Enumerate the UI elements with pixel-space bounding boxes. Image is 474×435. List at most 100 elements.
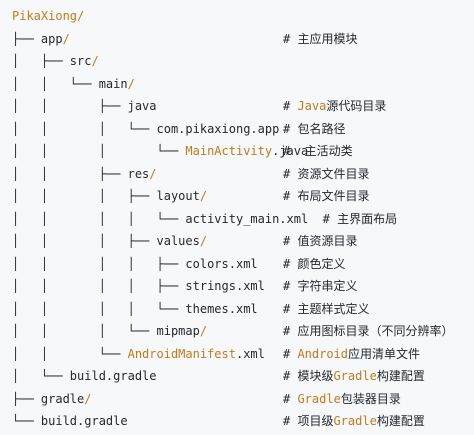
comment: # 主活动类 — [283, 140, 353, 162]
comment-text: # 资源文件目录 — [283, 166, 370, 181]
file-name: AndroidManifest — [127, 346, 236, 361]
comment: # 主题样式定义 — [283, 298, 369, 320]
comment-text: # — [283, 346, 298, 361]
comment: # 资源文件目录 — [283, 163, 369, 185]
comment-keyword: Android — [297, 346, 349, 361]
file-suffix: / — [127, 76, 135, 91]
comment-text: # 模块级 — [283, 369, 334, 383]
comment: # 项目级Gradle构建配置 — [283, 410, 425, 432]
tree-branch: │ │ ├── — [12, 99, 128, 113]
tree-entry: │ │ ├── java — [12, 95, 157, 117]
file-name: src — [69, 54, 92, 68]
file-name: strings.xml — [185, 279, 265, 293]
tree-entry: │ │ │ │ ├── strings.xml — [12, 275, 265, 297]
file-name: main — [98, 76, 128, 91]
comment: # 模块级Gradle构建配置 — [283, 365, 425, 387]
file-name: themes.xml — [185, 301, 258, 316]
tree-entry: │ └── build.gradle — [12, 365, 157, 387]
tree-entry: └── build.gradle — [12, 410, 128, 432]
comment-text: # 包名路径 — [283, 121, 346, 136]
file-name: gradle — [40, 391, 85, 406]
comment-text: # 颜色定义 — [283, 256, 346, 271]
tree-entry: │ ├── src/ — [12, 50, 99, 72]
file-suffix: / — [91, 54, 99, 68]
tree-entry: │ │ └── main/ — [12, 73, 135, 95]
comment: # Java源代码目录 — [283, 95, 386, 117]
comment-text: # 值资源目录 — [283, 234, 358, 248]
comment-text: 源代码目录 — [326, 99, 387, 113]
comment: # 主应用模块 — [283, 28, 357, 50]
comment: # Android应用清单文件 — [283, 343, 420, 365]
comment: # 布局文件目录 — [283, 185, 369, 207]
file-name: app — [40, 31, 63, 46]
tree-entry: │ │ │ │ └── activity_main.xml # 主界面布局 — [12, 208, 397, 230]
comment: # 主界面布局 — [308, 212, 397, 226]
tree-branch: │ │ │ │ └── — [12, 301, 186, 316]
tree-branch: ├── — [12, 31, 41, 46]
file-suffix: / — [199, 234, 208, 248]
comment: # 应用图标目录（不同分辨率） — [283, 320, 453, 342]
tree-branch: │ ├── — [12, 54, 70, 68]
tree-entry: │ │ │ └── MainActivity.java — [12, 140, 308, 162]
comment-text: # 主应用模块 — [283, 31, 358, 46]
comment-keyword: Gradle — [333, 369, 377, 383]
file-suffix: / — [149, 166, 157, 181]
comment-text: # 主活动类 — [283, 144, 353, 158]
tree-entry: PikaXiong/ — [12, 5, 84, 27]
comment-text: # 主题样式定义 — [283, 301, 370, 316]
tree-branch: │ │ └── — [12, 346, 128, 361]
tree-branch: │ │ │ │ ├── — [12, 256, 186, 271]
tree-entry: ├── app/ — [12, 28, 70, 50]
tree-entry: │ │ │ └── com.pikaxiong.app — [12, 118, 279, 140]
comment-text: 构建配置 — [376, 369, 425, 383]
tree-entry: ├── gradle/ — [12, 388, 92, 410]
tree-entry: │ │ │ └── mipmap/ — [12, 320, 207, 342]
comment: # 包名路径 — [283, 118, 345, 140]
comment-text: # 应用图标目录（不同分辨率） — [283, 324, 454, 338]
tree-branch: │ │ │ │ ├── — [12, 279, 186, 293]
comment: # 值资源目录 — [283, 230, 357, 252]
comment-keyword: Java — [297, 99, 327, 113]
file-suffix: .xml — [235, 346, 265, 361]
file-suffix: .java — [272, 144, 309, 158]
tree-branch: │ │ │ └── — [12, 121, 157, 136]
file-suffix: / — [199, 324, 208, 338]
file-suffix: / — [84, 391, 92, 406]
file-name: build.gradle — [69, 369, 157, 383]
file-name: MainActivity — [185, 144, 273, 158]
tree-entry: │ │ │ ├── values/ — [12, 230, 207, 252]
comment-text: # 布局文件目录 — [283, 189, 370, 203]
comment-text: # 字符串定义 — [283, 279, 358, 293]
file-name: values — [156, 234, 200, 248]
comment-text: # — [283, 99, 298, 113]
tree-branch: │ │ └── — [12, 76, 99, 91]
file-suffix: / — [199, 189, 208, 203]
tree-branch: │ │ ├── — [12, 166, 128, 181]
file-name: com.pikaxiong.app — [156, 121, 280, 136]
comment-text: # 项目级 — [283, 414, 334, 428]
comment-text: # 主界面布局 — [308, 211, 398, 226]
tree-branch: ├── — [12, 391, 41, 406]
file-name: layout — [156, 189, 200, 203]
file-suffix: / — [62, 31, 70, 46]
comment-text: 应用清单文件 — [348, 346, 421, 361]
tree-branch: │ └── — [12, 369, 70, 383]
comment: # 字符串定义 — [283, 275, 357, 297]
comment-keyword: Gradle — [297, 391, 341, 406]
tree-entry: │ │ │ │ └── themes.xml — [12, 298, 258, 320]
comment-keyword: Gradle — [333, 414, 377, 428]
file-name: mipmap — [156, 324, 200, 338]
file-name: PikaXiong — [12, 9, 78, 23]
comment: # Gradle包装器目录 — [283, 388, 401, 410]
tree-branch: │ │ │ ├── — [12, 189, 157, 203]
comment: # 颜色定义 — [283, 253, 345, 275]
tree-entry: │ │ └── AndroidManifest.xml — [12, 343, 265, 365]
comment-text: # — [283, 391, 298, 406]
tree-entry: │ │ ├── res/ — [12, 163, 157, 185]
tree-branch: │ │ │ └── — [12, 144, 186, 158]
file-name: build.gradle — [40, 414, 128, 428]
file-name: activity_main.xml — [185, 211, 309, 226]
file-suffix: / — [77, 9, 85, 23]
file-name: java — [127, 99, 157, 113]
